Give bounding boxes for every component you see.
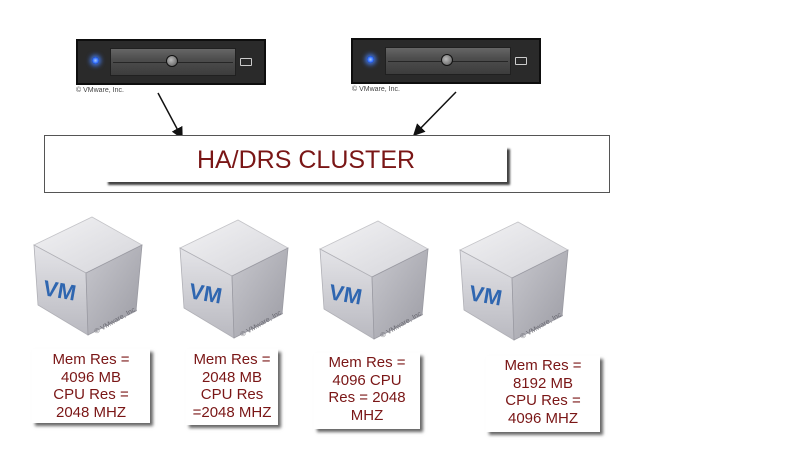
vm-cube-3: VM © VMware, Inc. xyxy=(319,220,429,340)
cluster-label: HA/DRS CLUSTER xyxy=(105,146,507,182)
vm-badge: VM xyxy=(327,279,364,309)
vm-4-reservation-note: Mem Res = 8192 MB CPU Res = 4096 MHZ xyxy=(486,356,600,432)
host-server-1 xyxy=(76,39,266,85)
port-icon xyxy=(240,58,252,66)
vm-badge: VM xyxy=(187,278,224,308)
power-button-icon xyxy=(166,55,178,67)
power-button-icon xyxy=(441,54,453,66)
vm-cube-4: VM © VMware, Inc. xyxy=(459,221,569,341)
vm-cube-1: VM © VMware, Inc. xyxy=(33,216,143,336)
vm-badge: VM xyxy=(467,280,504,310)
vm-cube-2: VM © VMware, Inc. xyxy=(179,219,289,339)
vm-1-reservation-note: Mem Res = 4096 MB CPU Res = 2048 MHZ xyxy=(32,349,150,423)
port-icon xyxy=(515,57,527,65)
power-led-icon xyxy=(92,57,99,64)
server-copyright: © VMware, Inc. xyxy=(352,86,400,93)
vm-2-reservation-note: Mem Res = 2048 MB CPU Res =2048 MHZ xyxy=(186,349,278,425)
arrow-server2-to-cluster xyxy=(412,91,457,137)
arrow-server1-to-cluster xyxy=(157,92,183,140)
vm-3-reservation-note: Mem Res = 4096 CPU Res = 2048 MHZ xyxy=(314,353,420,429)
vm-badge: VM xyxy=(41,275,78,305)
host-server-2 xyxy=(351,38,541,84)
server-copyright: © VMware, Inc. xyxy=(76,87,124,94)
power-led-icon xyxy=(367,56,374,63)
